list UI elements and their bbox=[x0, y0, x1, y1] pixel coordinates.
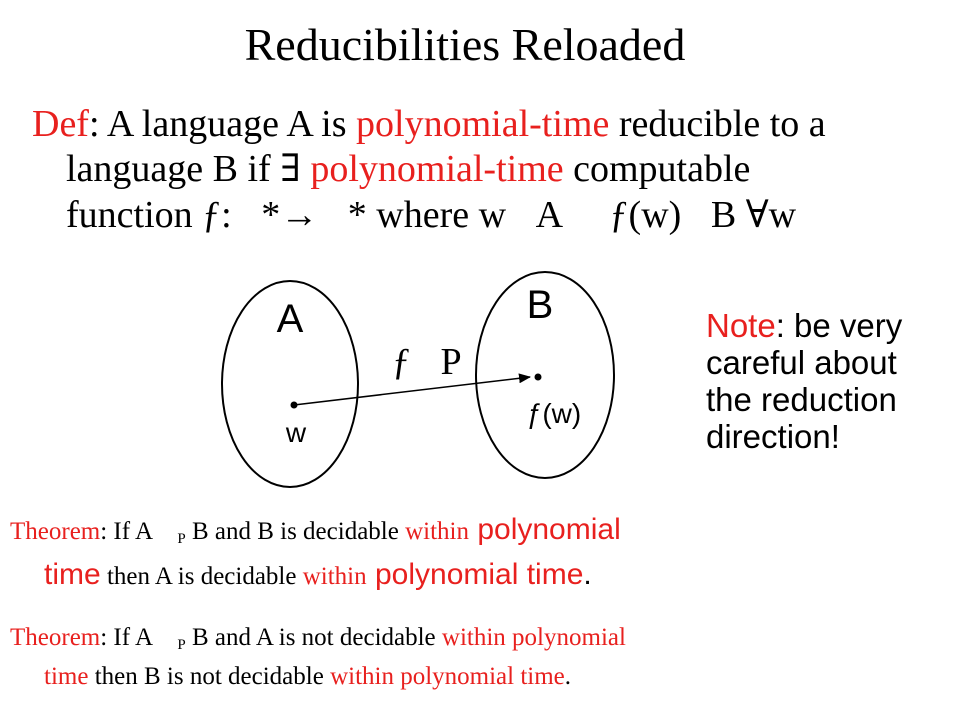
element-fw-label: ƒ(w) bbox=[527, 398, 581, 429]
theorem-period: . bbox=[583, 558, 592, 591]
definition-line-2: language B if ∃ polynomial-time computab… bbox=[66, 147, 750, 191]
reduction-diagram: A B w ƒ(w) ƒP bbox=[221, 271, 615, 488]
reduction-arrow bbox=[293, 373, 531, 406]
theorem-label: Theorem bbox=[10, 518, 101, 545]
theorem-text: then B is not decidable bbox=[88, 663, 331, 690]
element-fw-dot bbox=[534, 373, 542, 381]
theorem-1-line-1: Theorem: If A P B and B is decidable wi… bbox=[10, 512, 621, 557]
note-text: : be very bbox=[775, 307, 903, 344]
theorem-period: . bbox=[564, 663, 572, 690]
theorem-red-phrase: within polynomial time bbox=[330, 663, 565, 690]
definition-text: reducible to a bbox=[609, 103, 826, 145]
theorem-text: B and A is not decidable bbox=[166, 624, 436, 651]
theorem-2-line-2: time then B is not decidable within poly… bbox=[44, 659, 571, 695]
theorem-within: within bbox=[302, 563, 367, 590]
subscript-p: P bbox=[177, 531, 185, 547]
set-a-ellipse bbox=[221, 280, 359, 488]
theorem-text: : If A bbox=[100, 518, 158, 545]
definition-term: polynomial-time bbox=[356, 103, 610, 145]
theorem-within: within bbox=[385, 518, 469, 545]
reduces-symbol:  bbox=[158, 518, 177, 545]
set-b-label: B bbox=[527, 283, 554, 327]
definition-formula: function ƒ:*→* where wA  ƒ(w)B ∀w bbox=[66, 194, 796, 236]
subscript-p: P bbox=[177, 637, 185, 653]
set-b-ellipse bbox=[475, 271, 615, 479]
theorem-red-tail: within polynomial bbox=[422, 624, 626, 651]
slide-title: Reducibilities Reloaded bbox=[244, 19, 686, 70]
theorem-text: B and B is decidable bbox=[166, 518, 399, 545]
theorem-time: time bbox=[44, 663, 89, 690]
definition-text: computable bbox=[563, 148, 751, 190]
note-line-3: the reduction bbox=[706, 381, 897, 418]
definition-term: polynomial-time bbox=[310, 148, 564, 190]
theorem-text: : If A bbox=[100, 624, 158, 651]
element-w-label: w bbox=[285, 417, 307, 448]
theorem-poly-time: polynomial time bbox=[366, 558, 584, 591]
definition-line-1: Def: A language A is polynomial-time red… bbox=[32, 102, 826, 146]
note-line-1: Note: be very bbox=[706, 307, 902, 344]
arrow-label: ƒP bbox=[392, 341, 462, 383]
theorem-1-line-2: time then A is decidable within polynomi… bbox=[44, 557, 592, 595]
definition-text: : A language A is bbox=[88, 103, 357, 145]
theorem-time: time bbox=[44, 558, 101, 591]
theorem-2-line-1: Theorem: If A P B and A is not decidabl… bbox=[10, 620, 626, 663]
theorem-label: Theorem bbox=[10, 624, 101, 651]
note-label: Note bbox=[706, 307, 776, 344]
theorem-poly: polynomial bbox=[449, 513, 620, 546]
definition-text: language B if ∃ bbox=[66, 148, 311, 190]
note-line-2: careful about bbox=[706, 344, 897, 381]
set-a-label: A bbox=[277, 297, 304, 341]
theorem-text: then A is decidable bbox=[100, 563, 303, 590]
note-line-4: direction! bbox=[706, 418, 840, 455]
definition-label: Def bbox=[32, 103, 89, 145]
reduces-symbol:  bbox=[158, 624, 177, 651]
definition-line-3: function ƒ:*→* where wA  ƒ(w)B ∀w bbox=[66, 193, 796, 237]
